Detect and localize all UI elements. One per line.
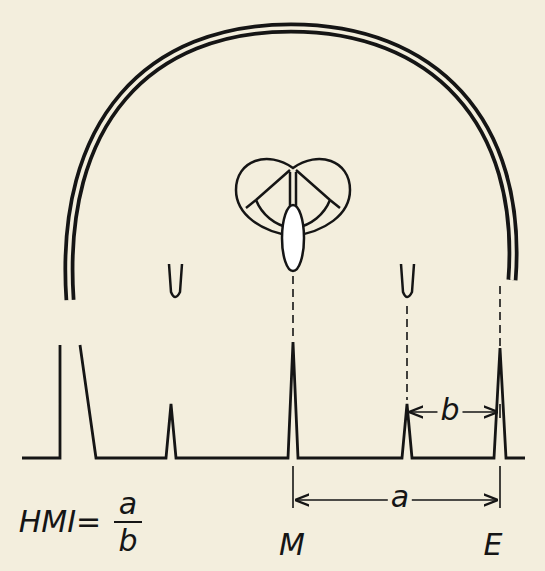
fraction-numerator: a	[116, 489, 140, 519]
dimension-label: a	[388, 482, 412, 512]
point-label: E	[481, 530, 506, 560]
central-figure	[236, 159, 350, 271]
u-mark	[401, 264, 414, 297]
formula-text: HMI=	[16, 507, 104, 537]
arch-outer	[69, 28, 513, 300]
point-label: M	[276, 530, 308, 560]
fraction-bar	[114, 521, 142, 523]
dimension-label: b	[437, 395, 462, 425]
u-mark	[169, 264, 182, 297]
signal-trace	[22, 342, 525, 458]
fraction-denominator: b	[115, 526, 140, 556]
arch-inner	[69, 28, 513, 300]
projection-line	[293, 276, 500, 400]
